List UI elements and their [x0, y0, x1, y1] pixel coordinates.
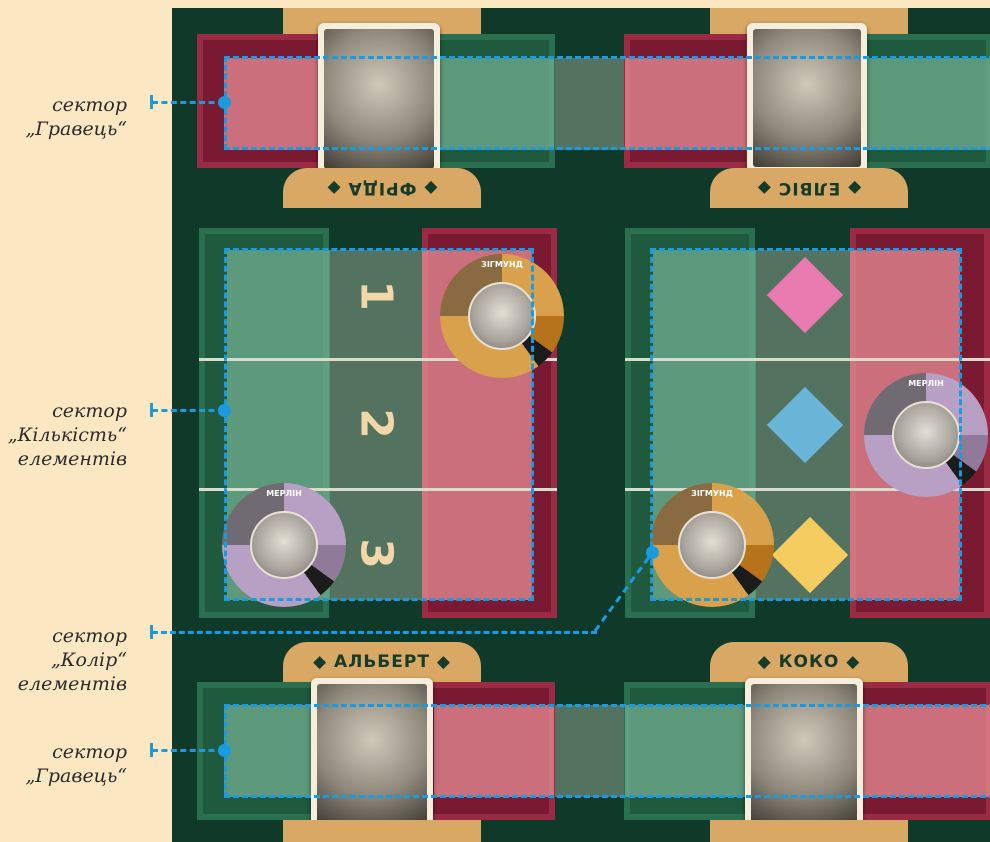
label-sector-player-top: сектор „Гравець“	[25, 93, 127, 141]
game-board: ◆ ФРІДА ◆ ◆ ЕЛВІС ◆ 1 2 3 ЗІГМУНД МЕРЛІН…	[172, 8, 990, 842]
sector-color	[650, 248, 962, 601]
sector-quantity	[224, 248, 534, 601]
nameplate-albert-bottom	[283, 820, 481, 842]
connector-dot	[218, 744, 231, 757]
sector-player-bottom	[224, 704, 990, 798]
label-sector-player-bottom: сектор „Гравець“	[25, 740, 127, 788]
sector-player-top	[224, 56, 990, 150]
player-name-albert: ◆ АЛЬБЕРТ ◆	[283, 642, 481, 682]
connector-line	[152, 631, 597, 634]
label-sector-color: сектор „Колір“ елементів	[18, 624, 127, 696]
connector-line	[152, 749, 224, 752]
player-name-frida: ◆ ФРІДА ◆	[283, 168, 481, 208]
player-name-elvis: ◆ ЕЛВІС ◆	[710, 168, 908, 208]
connector-dot	[218, 404, 231, 417]
connector-dot	[218, 96, 231, 109]
player-name-koko: ◆ КОКО ◆	[710, 642, 908, 682]
connector-line	[152, 409, 224, 412]
nameplate-koko-bottom	[710, 820, 908, 842]
connector-line	[152, 101, 224, 104]
label-sector-quantity: сектор „Кількість“ елементів	[8, 399, 127, 471]
legend-panel: сектор „Гравець“ сектор „Кількість“ елем…	[0, 0, 172, 842]
connector-dot	[646, 546, 659, 559]
